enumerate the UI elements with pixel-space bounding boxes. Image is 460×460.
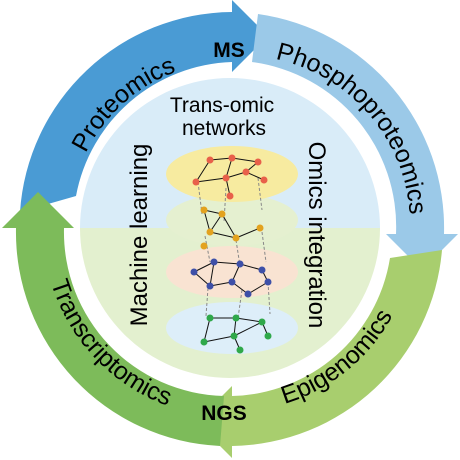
phosphoproteomics-arrow [252,14,458,270]
layer3-nodes [190,258,272,298]
layer4-nodes [200,314,272,354]
machine-learning-label: Machine learning [126,144,153,327]
ms-label: MS [213,39,245,62]
layer1-nodes [192,154,268,200]
layer-peach [166,246,298,298]
center-title-line2: networks [182,117,266,140]
proteomics-arrow [20,0,268,212]
stacked-network-icon [166,146,298,354]
omics-integration-label: Omics integration [303,142,330,329]
center-title-line1: Trans-omic [170,94,274,117]
ngs-label: NGS [201,402,247,425]
transcriptomics-arrow [2,192,224,446]
layer-green [166,194,298,246]
layer2-nodes [200,206,264,250]
epigenomics-arrow [196,250,442,458]
layer-blue [166,302,298,354]
